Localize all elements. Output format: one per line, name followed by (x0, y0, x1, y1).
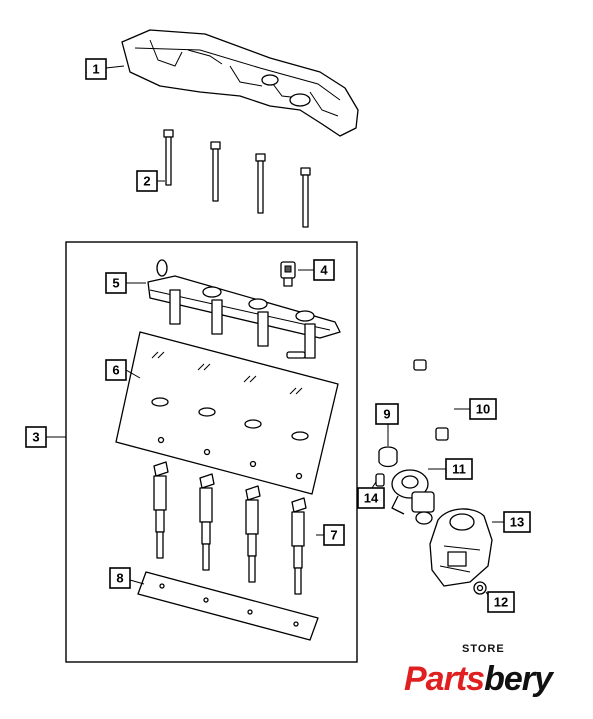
fuel-injector-set-part (153, 461, 307, 595)
seal-kit-part (115, 331, 339, 495)
callout-label: 2 (143, 174, 150, 189)
fuel-rail-part (147, 259, 341, 359)
callout-13: 13 (503, 511, 531, 533)
leader-lines (46, 65, 504, 599)
small-fitting-part (375, 473, 385, 487)
logo-brand-part1: Parts (404, 660, 484, 698)
callout-label: 7 (330, 528, 337, 543)
washer-part (473, 581, 487, 595)
callout-3: 3 (25, 426, 47, 448)
pressure-sensor-part (280, 261, 296, 287)
callout-4: 4 (313, 259, 335, 281)
callout-label: 4 (320, 263, 328, 278)
logo-store-text: STORE (462, 643, 505, 655)
callout-label: 13 (510, 515, 524, 530)
callout-label: 1 (92, 62, 99, 77)
injector-strip-part (137, 571, 319, 641)
fuel-line-part (413, 359, 454, 441)
pump-cover-part (429, 508, 493, 587)
callout-1: 1 (85, 58, 107, 80)
logo-brand-text: Partsbery (404, 660, 555, 698)
callout-10: 10 (469, 398, 497, 420)
callout-9: 9 (375, 403, 399, 425)
callout-6: 6 (105, 359, 127, 381)
callout-8: 8 (109, 567, 131, 589)
callout-label: 6 (112, 363, 119, 378)
callout-label: 14 (364, 491, 379, 506)
assembly-frame (65, 241, 358, 663)
partsbery-logo: STORE Partsbery (404, 643, 556, 698)
callout-12: 12 (487, 591, 515, 613)
callout-label: 9 (383, 407, 390, 422)
callout-11: 11 (445, 458, 473, 480)
callout-2: 2 (136, 170, 158, 192)
callout-label: 10 (476, 402, 490, 417)
callout-5: 5 (105, 272, 127, 294)
bolt-set-part (163, 129, 311, 228)
callout-label: 8 (116, 571, 123, 586)
engine-cover-part (121, 29, 359, 137)
fuel-pump-part (391, 469, 435, 525)
callout-14: 14 (357, 487, 385, 509)
callout-label: 12 (494, 595, 508, 610)
callout-label: 5 (112, 276, 119, 291)
callout-label: 3 (32, 430, 39, 445)
callout-label: 11 (452, 462, 466, 477)
fitting-part (378, 446, 398, 468)
logo-brand-part2: bery (484, 660, 555, 698)
callout-7: 7 (323, 524, 345, 546)
